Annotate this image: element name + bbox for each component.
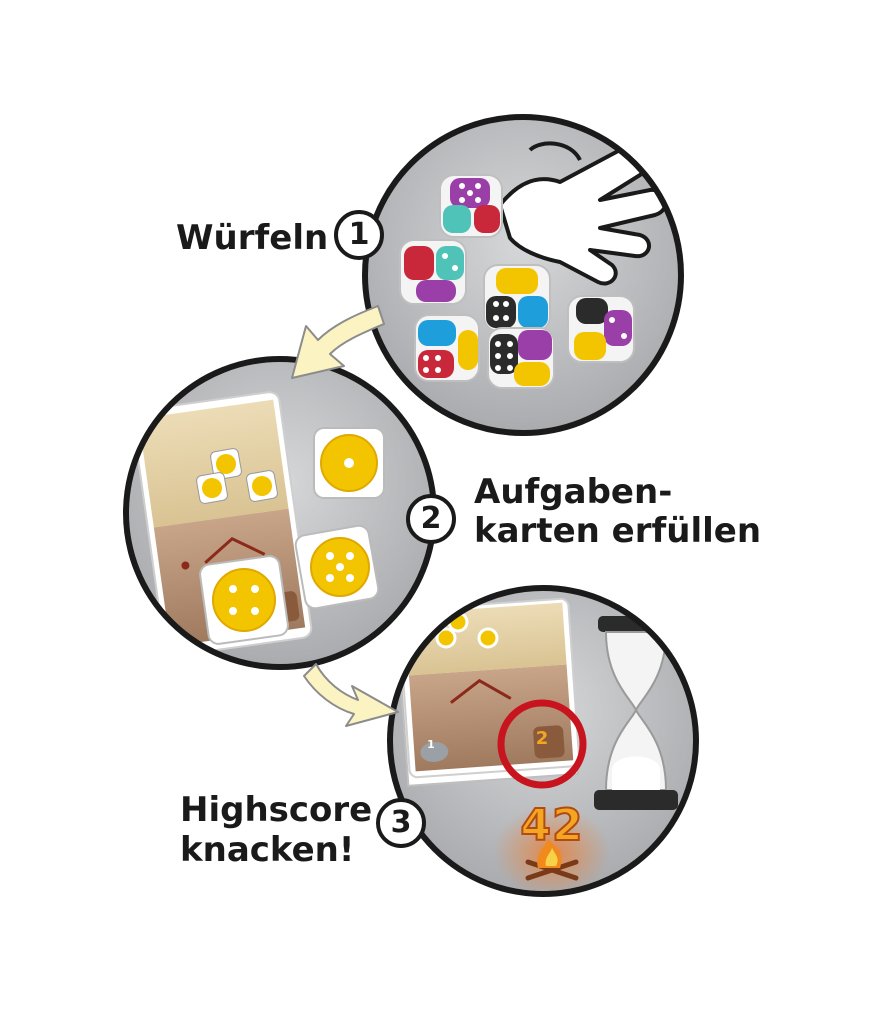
scene-roll-dice [362,114,684,436]
die-icon [439,174,503,238]
step-3-title-line2: knacken! [180,830,355,870]
step-2-title-line2: karten erfüllen [474,511,762,551]
die-icon [487,327,555,389]
step-2-number: 2 [406,494,456,544]
hourglass-icon [594,616,678,810]
hand-icon [498,141,668,286]
die-icon [294,524,380,610]
campfire-icon [525,838,579,881]
step-1-number: 1 [334,210,384,260]
scene-highscore [387,585,699,897]
step-1-title: Würfeln [176,218,329,258]
arrow-icon [291,305,385,379]
die-icon [414,314,480,382]
die-icon [313,427,385,499]
die-icon [567,295,635,363]
card-corner-badge: 1 [427,738,435,751]
die-icon [399,239,467,305]
die-icon [199,555,289,645]
card-level-badge: 2 [535,728,549,749]
step-2-title-line1: Aufgaben- [474,472,673,512]
die-icon [483,264,551,332]
scene-task-card [123,356,437,670]
arrow-icon [303,663,399,727]
highlight-ring [497,699,587,789]
task-card-icon [397,597,581,787]
step-3-number: 3 [376,798,426,848]
step-3-title-line1: Highscore [180,790,373,830]
highscore-value: 42 [519,799,584,852]
